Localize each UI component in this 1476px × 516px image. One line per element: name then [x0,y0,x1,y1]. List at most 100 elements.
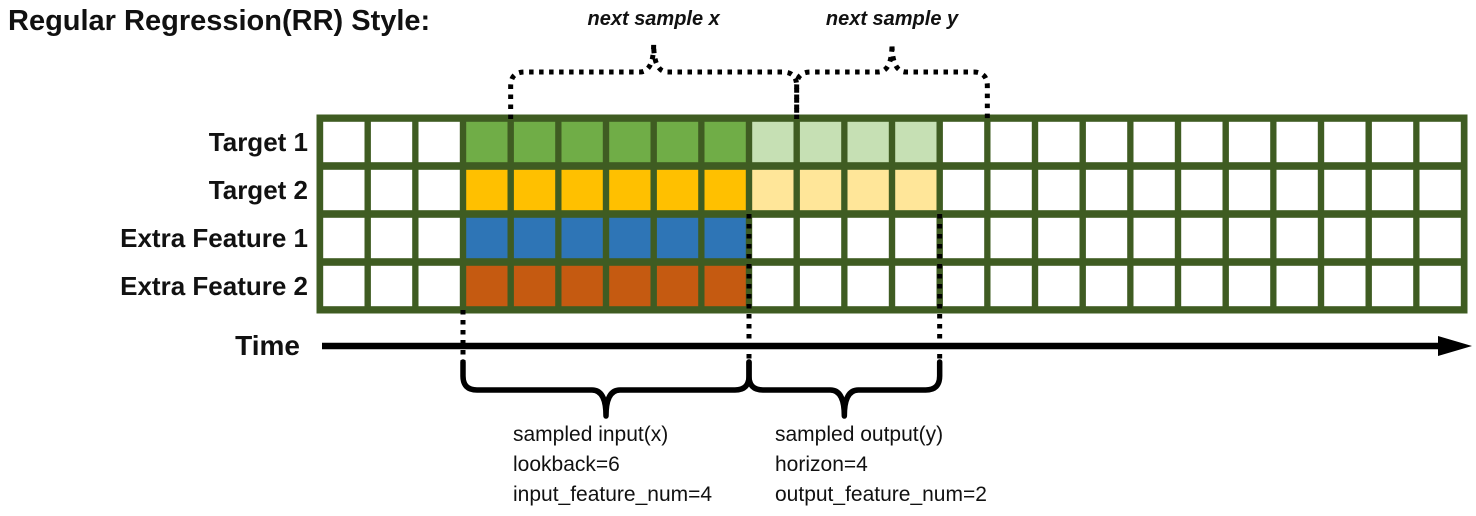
grid-cell [370,217,413,259]
grid-cell [418,217,460,259]
grid-cell [609,265,651,307]
grid-cell [1085,217,1128,259]
grid-cell [1324,169,1366,211]
grid-cell [370,169,413,211]
grid-cell [847,121,889,163]
grid-cell [1276,217,1318,259]
grid-cell [323,217,365,259]
grid-cell [847,265,889,307]
grid-cell [513,265,556,307]
grid-cell [1419,121,1461,163]
grid-cell [1228,121,1271,163]
grid-cell [895,169,937,211]
grid-cell [418,169,460,211]
grid-cell [942,265,985,307]
grid-cell [1181,121,1223,163]
grid-cell [513,121,556,163]
grid-cell [1276,121,1318,163]
grid-cell [656,217,699,259]
grid-cell [1181,265,1223,307]
grid-cell [704,217,746,259]
grid-cell [323,169,365,211]
grid-cell [418,121,460,163]
grid-cell [1419,217,1461,259]
grid-cell [1228,169,1271,211]
grid-cell [895,121,937,163]
grid-cell [1419,169,1461,211]
grid-cell [1085,121,1128,163]
time-axis-arrowhead [1438,336,1472,356]
grid-cell [942,169,985,211]
grid-cell [609,217,651,259]
grid-cell [1371,169,1414,211]
grid-cell [942,217,985,259]
grid-cell [513,169,556,211]
grid-cell [1133,169,1175,211]
row-label-extra-feature-1: Extra Feature 1 [120,222,308,253]
grid-cell [752,169,794,211]
grid-cell [513,217,556,259]
grid-cell [1038,169,1080,211]
sampled-input-line-2: lookback=6 [513,453,620,476]
grid-cell [704,121,746,163]
grid-cell [323,265,365,307]
grid-cell [466,169,508,211]
grid-cell [1085,169,1128,211]
grid-cell [990,169,1032,211]
grid-cell [752,217,794,259]
grid-cell [1371,265,1414,307]
grid-cell [656,121,699,163]
grid-cell [847,169,889,211]
grid-cell [1371,217,1414,259]
grid-cell [1324,121,1366,163]
grid-cell [1276,265,1318,307]
next-sample-y-label: next sample y [825,8,959,30]
grid-cell [895,265,937,307]
grid-cell [466,265,508,307]
sampled-output-line-1: sampled output(y) [775,423,944,446]
grid-frame [316,114,1468,314]
grid-cell [799,169,842,211]
grid-cell [1276,169,1318,211]
grid-cell [1419,265,1461,307]
grid-cell [799,265,842,307]
grid-cell [752,265,794,307]
grid-cell [799,217,842,259]
grid-cell [561,265,603,307]
grid-cell [609,169,651,211]
sampled-input-line-1: sampled input(x) [513,423,669,446]
grid-cell [1038,265,1080,307]
grid-cell [1181,217,1223,259]
grid-cell [1133,265,1175,307]
grid-cell [561,121,603,163]
grid-cell [1324,265,1366,307]
grid-cell [561,217,603,259]
grid-cell [466,121,508,163]
grid-cell [418,265,460,307]
grid-cell [609,121,651,163]
next-sample-y-brace [794,43,990,119]
grid-cell [370,121,413,163]
grid-cell [466,217,508,259]
grid-cell [1324,217,1366,259]
grid-cell [847,217,889,259]
grid-cell [1181,169,1223,211]
grid-cell [1371,121,1414,163]
page-title: Regular Regression(RR) Style: [8,5,431,37]
grid-cell [1228,217,1271,259]
grid-cell [799,121,842,163]
grid-cell [990,121,1032,163]
row-label-target-1: Target 1 [208,126,308,157]
next-sample-x-label: next sample x [587,8,720,30]
next-sample-x-brace [508,43,800,119]
grid-cell [1133,121,1175,163]
grid-cell [1228,265,1271,307]
sampled-input-brace [460,359,752,419]
grid-cell [990,217,1032,259]
grid-cell [942,121,985,163]
row-label-target-2: Target 2 [208,174,308,205]
